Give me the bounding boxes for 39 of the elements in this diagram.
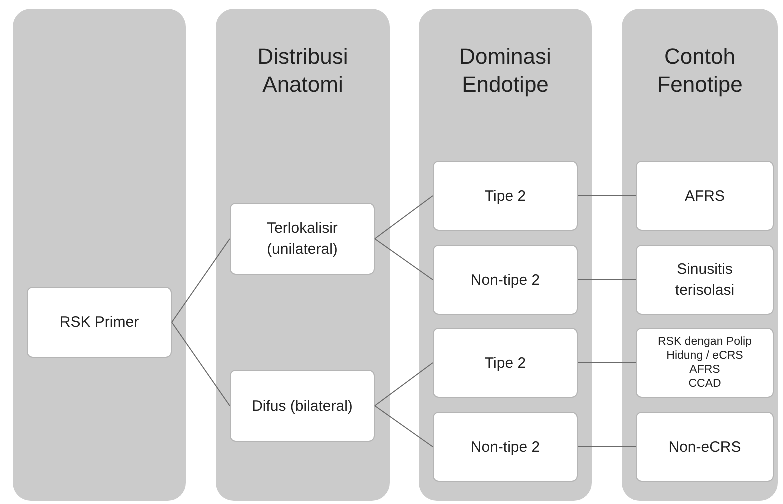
box-text: RSK dengan Polip Hidung / eCRS (657, 335, 753, 363)
column-panel (622, 9, 778, 501)
connector-line (374, 238, 434, 280)
box-text: AFRS (684, 186, 725, 206)
box-text: AFRS (690, 363, 720, 377)
box-text: Non-tipe 2 (470, 270, 540, 290)
connector-line (374, 196, 434, 240)
process-box (230, 203, 375, 275)
connector-line (172, 238, 230, 323)
connector-line (374, 406, 434, 448)
box-text: Terlokalisir (unilateral) (266, 219, 339, 260)
connector-line (172, 322, 230, 406)
column-panel (216, 9, 390, 501)
column-panel (419, 9, 592, 501)
column-heading: Distribusi Anatomi (256, 43, 350, 99)
process-box (230, 370, 375, 442)
column-heading: Dominasi Endotipe (458, 43, 552, 99)
process-box (433, 161, 578, 231)
box-text: CCAD (688, 377, 722, 391)
box-text: RSK Primer (60, 313, 140, 333)
box-text: Tipe 2 (484, 354, 526, 374)
column-heading: Contoh Fenotipe (656, 43, 744, 99)
process-box (636, 161, 774, 231)
box-text: Tipe 2 (484, 186, 526, 206)
process-box (433, 245, 578, 315)
process-box (27, 287, 172, 358)
process-box (636, 412, 774, 482)
connector-line (578, 362, 636, 364)
connector-line (374, 362, 434, 406)
box-text: Sinusitis terisolasi (674, 260, 736, 301)
connector-line (578, 446, 636, 448)
process-box (433, 328, 578, 398)
process-box (636, 245, 774, 315)
process-box (636, 328, 774, 398)
process-box (433, 412, 578, 482)
box-text: Difus (bilateral) (252, 396, 353, 416)
box-text: Non-tipe 2 (470, 438, 540, 458)
column-panel (13, 9, 186, 501)
box-text: Non-eCRS (668, 438, 742, 458)
